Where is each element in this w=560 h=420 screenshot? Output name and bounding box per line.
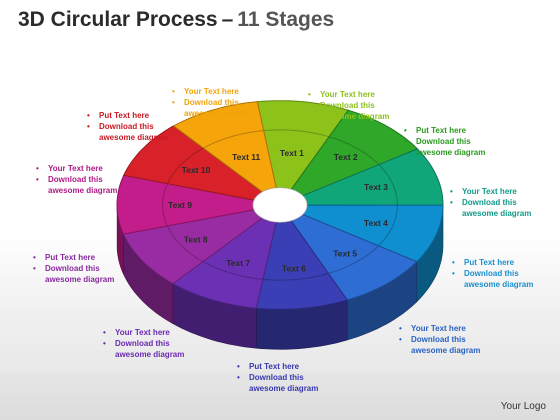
- segment-label-3: Text 3: [364, 182, 388, 192]
- segment-labels: Text 1 Text 2 Text 3 Text 4 Text 5 Text …: [168, 148, 388, 273]
- callout-line: Download this: [402, 136, 485, 147]
- callout-line: Your Text here: [306, 89, 389, 100]
- segment-ring-3: [378, 164, 398, 206]
- callout-line: Your Text here: [170, 86, 253, 97]
- callout-line: awesome diagram: [411, 346, 481, 355]
- segment-ring-6: [262, 272, 329, 281]
- segment-ring-8: [166, 225, 204, 263]
- callout-line: Put Text here: [85, 110, 168, 121]
- segment-ring-11: [203, 130, 264, 149]
- callout-line: Your Text here: [101, 327, 184, 338]
- segment-label-5: Text 5: [333, 249, 357, 259]
- callout-line: Download this: [448, 197, 531, 208]
- segment-label-6: Text 6: [282, 263, 306, 273]
- ring-side-walls: [116, 205, 444, 350]
- segment-label-4: Text 4: [364, 218, 388, 228]
- center-hole: [252, 187, 308, 223]
- callout-4: Your Text here Download this awesome dia…: [448, 186, 531, 219]
- segment-ring-10: [167, 147, 204, 184]
- callout-line: awesome diagram: [99, 133, 169, 142]
- segment-ring-4: [378, 205, 398, 247]
- callout-line: Put Text here: [235, 361, 318, 372]
- callout-line: Download this: [34, 174, 117, 185]
- callout-line: Your Text here: [397, 323, 480, 334]
- callout-line: Put Text here: [31, 252, 114, 263]
- segment-ring-7: [202, 261, 263, 280]
- ring-segments: [116, 100, 444, 310]
- segment-label-11: Text 11: [232, 152, 260, 162]
- callout-line: awesome diagram: [115, 350, 185, 359]
- logo-text: Your Logo: [500, 401, 546, 412]
- callout-line: awesome diagram: [464, 280, 534, 289]
- callout-line: Download this: [170, 97, 253, 108]
- callout-line: awesome diagram: [249, 384, 319, 393]
- callout-line: Your Text here: [448, 186, 531, 197]
- callout-line: Download this: [397, 334, 480, 345]
- callout-line: awesome diagram: [48, 186, 118, 195]
- callout-line: Download this: [450, 268, 533, 279]
- callout-line: awesome diagram: [320, 112, 390, 121]
- callout-line: Download this: [85, 121, 168, 132]
- segment-label-7: Text 7: [226, 258, 250, 268]
- callout-line: Download this: [31, 263, 114, 274]
- callout-10: Your Text here Download this awesome dia…: [34, 163, 117, 196]
- callout-8: Your Text here Download this awesome dia…: [101, 327, 184, 360]
- callout-line: awesome diagram: [416, 148, 486, 157]
- callout-line: awesome diagram: [45, 275, 115, 284]
- callout-line: Your Text here: [34, 163, 117, 174]
- callout-9: Put Text here Download this awesome diag…: [31, 252, 114, 285]
- segment-ring-2: [328, 136, 380, 165]
- segment-ring-1: [263, 129, 330, 138]
- callout-6: Your Text here Download this awesome dia…: [397, 323, 480, 356]
- callout-line: Download this: [101, 338, 184, 349]
- segment-ring-5: [328, 245, 379, 274]
- segment-label-10: Text 10: [182, 165, 211, 175]
- segment-label-9: Text 9: [168, 200, 192, 210]
- callout-line: awesome diagram: [462, 209, 532, 218]
- callout-1: Your Text here Download this awesome dia…: [170, 86, 253, 119]
- callout-7: Put Text here Download this awesome diag…: [235, 361, 318, 394]
- callout-line: Put Text here: [402, 125, 485, 136]
- page-title: 3D Circular Process–11 Stages: [18, 8, 334, 32]
- callout-11: Put Text here Download this awesome diag…: [85, 110, 168, 143]
- callout-5: Put Text here Download this awesome diag…: [450, 257, 533, 290]
- segment-ring-9: [162, 183, 168, 227]
- callout-2: Your Text here Download this awesome dia…: [306, 89, 389, 122]
- title-separator: –: [221, 8, 234, 31]
- callout-line: awesome diagram: [184, 109, 254, 118]
- segment-label-1: Text 1: [280, 148, 304, 158]
- title-main: 3D Circular Process: [18, 8, 218, 31]
- callout-3: Put Text here Download this awesome diag…: [402, 125, 485, 158]
- title-subtitle: 11 Stages: [237, 8, 335, 31]
- callout-line: Download this: [306, 100, 389, 111]
- callout-line: Download this: [235, 372, 318, 383]
- callout-line: Put Text here: [450, 257, 533, 268]
- segment-label-8: Text 8: [184, 234, 208, 244]
- segment-label-2: Text 2: [334, 152, 358, 162]
